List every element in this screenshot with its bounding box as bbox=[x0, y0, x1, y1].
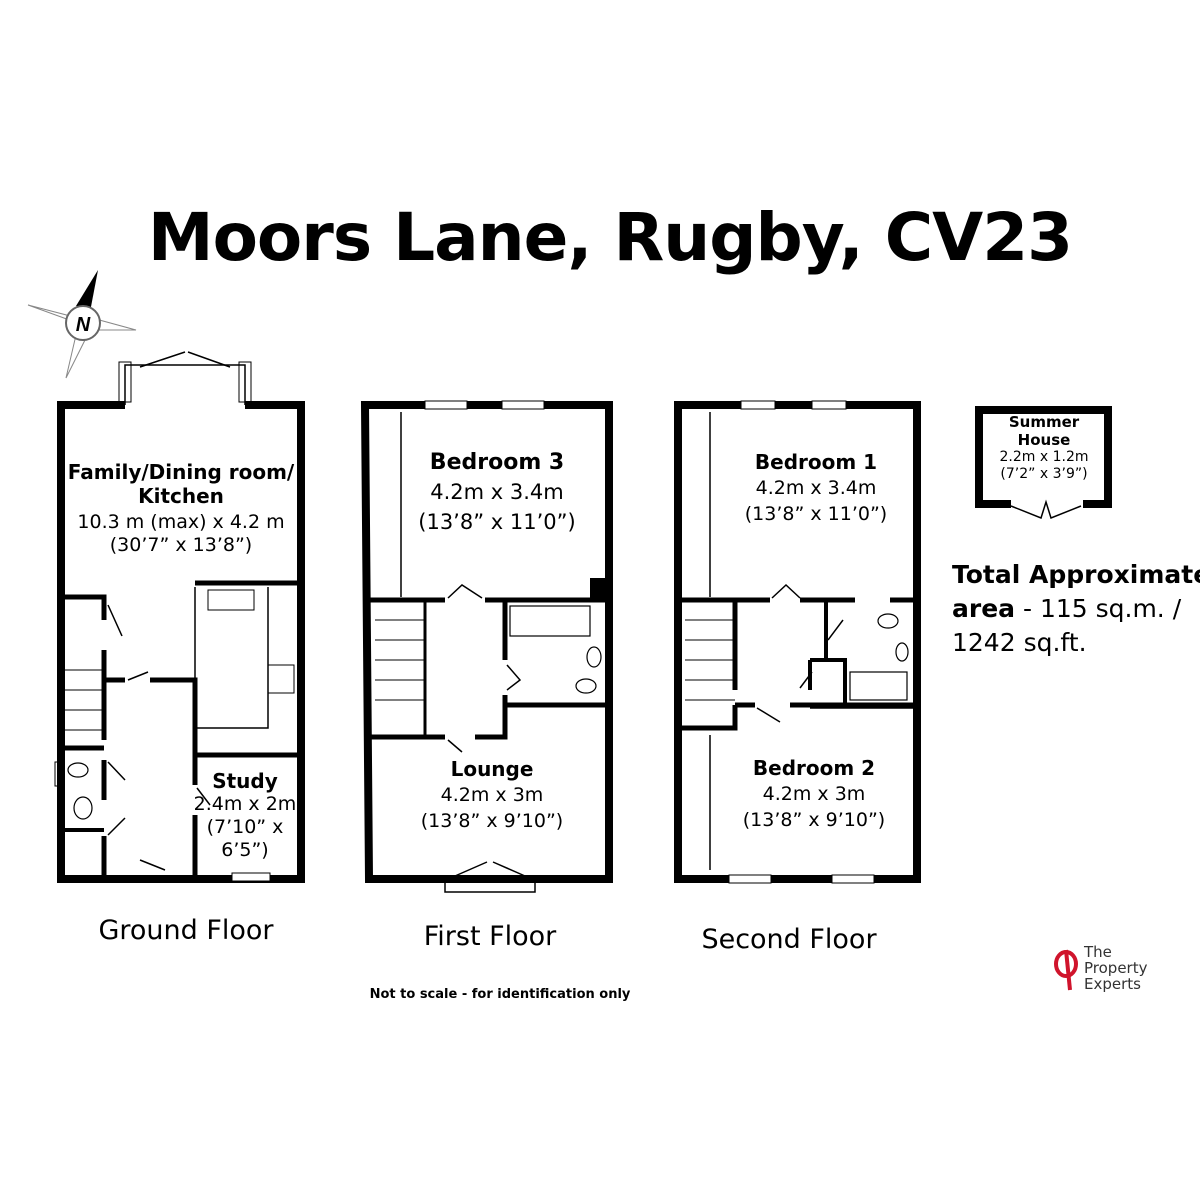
room-dimensions-imperial: 6’5”) bbox=[221, 838, 269, 861]
room-dimensions-metric: 10.3 m (max) x 4.2 m bbox=[77, 511, 285, 533]
summer-house-walls bbox=[975, 406, 1112, 519]
logo-text: Experts bbox=[1084, 975, 1141, 993]
room-lounge: Lounge 4.2m x 3m (13’8” x 9’10”) bbox=[392, 757, 592, 833]
room-dimensions-imperial: (7’10” x bbox=[206, 815, 284, 838]
first-floor-label: First Floor bbox=[423, 921, 557, 952]
compass-icon: N bbox=[27, 270, 137, 379]
total-area-label: area bbox=[952, 594, 1016, 623]
room-name: House bbox=[1017, 431, 1071, 449]
room-name: Lounge bbox=[450, 757, 534, 781]
svg-text:N: N bbox=[76, 314, 91, 336]
room-name: Bedroom 3 bbox=[429, 450, 565, 475]
room-name: Bedroom 1 bbox=[754, 450, 878, 474]
room-dimensions-metric: 4.2m x 3.4m bbox=[430, 480, 564, 505]
total-area-sqm: - 115 sq.m. / bbox=[1015, 594, 1182, 623]
room-dimensions-imperial: (7’2” x 3’9”) bbox=[1000, 465, 1088, 482]
room-dimensions-imperial: (13’8” x 11’0”) bbox=[418, 509, 576, 534]
total-area-sqft: 1242 sq.ft. bbox=[952, 628, 1087, 657]
page-title: Moors Lane, Rugby, CV23 bbox=[147, 199, 1073, 276]
room-name: Bedroom 2 bbox=[752, 756, 876, 780]
room-dimensions-metric: 4.2m x 3.4m bbox=[755, 477, 877, 499]
logo-text: The bbox=[1084, 943, 1112, 961]
room-bedroom-2: Bedroom 2 4.2m x 3m (13’8” x 9’10”) bbox=[714, 756, 914, 832]
total-area-label: Total Approximate bbox=[952, 560, 1200, 589]
logo-text: Property bbox=[1084, 959, 1148, 977]
first-floor-walls bbox=[360, 400, 613, 893]
room-bedroom-1: Bedroom 1 4.2m x 3.4m (13’8” x 11’0”) bbox=[716, 450, 916, 526]
room-dimensions-metric: 4.2m x 3m bbox=[440, 784, 544, 806]
second-floor-label: Second Floor bbox=[701, 924, 877, 955]
disclaimer: Not to scale - for identification only bbox=[369, 987, 631, 1002]
room-dimensions-metric: 2.4m x 2m bbox=[193, 793, 297, 815]
room-name: Study bbox=[212, 769, 278, 793]
second-floor-walls bbox=[674, 400, 921, 884]
ground-floor-walls bbox=[54, 351, 305, 883]
room-dimensions-imperial: (13’8” x 9’10”) bbox=[742, 808, 886, 831]
room-name: Summer bbox=[1008, 413, 1080, 431]
room-name: Kitchen bbox=[138, 484, 224, 508]
room-dimensions-imperial: (13’8” x 9’10”) bbox=[420, 809, 564, 832]
room-name: Family/Dining room/ bbox=[67, 460, 295, 484]
room-dimensions-metric: 2.2m x 1.2m bbox=[999, 449, 1089, 465]
room-study: Study 2.4m x 2m (7’10” x 6’5”) bbox=[190, 769, 300, 861]
room-family-dining-kitchen: Family/Dining room/ Kitchen 10.3 m (max)… bbox=[61, 460, 301, 557]
room-bedroom-3: Bedroom 3 4.2m x 3.4m (13’8” x 11’0”) bbox=[397, 450, 597, 535]
room-dimensions-imperial: (13’8” x 11’0”) bbox=[744, 502, 888, 525]
ground-floor-label: Ground Floor bbox=[98, 915, 274, 946]
total-area: Total Approximate area - 115 sq.m. / 124… bbox=[952, 558, 1200, 660]
room-summer-house: Summer House 2.2m x 1.2m (7’2” x 3’9”) bbox=[983, 413, 1105, 483]
logo-mark-icon bbox=[1054, 949, 1078, 991]
room-dimensions-metric: 4.2m x 3m bbox=[762, 783, 866, 805]
room-dimensions-imperial: (30’7” x 13’8”) bbox=[109, 533, 253, 556]
